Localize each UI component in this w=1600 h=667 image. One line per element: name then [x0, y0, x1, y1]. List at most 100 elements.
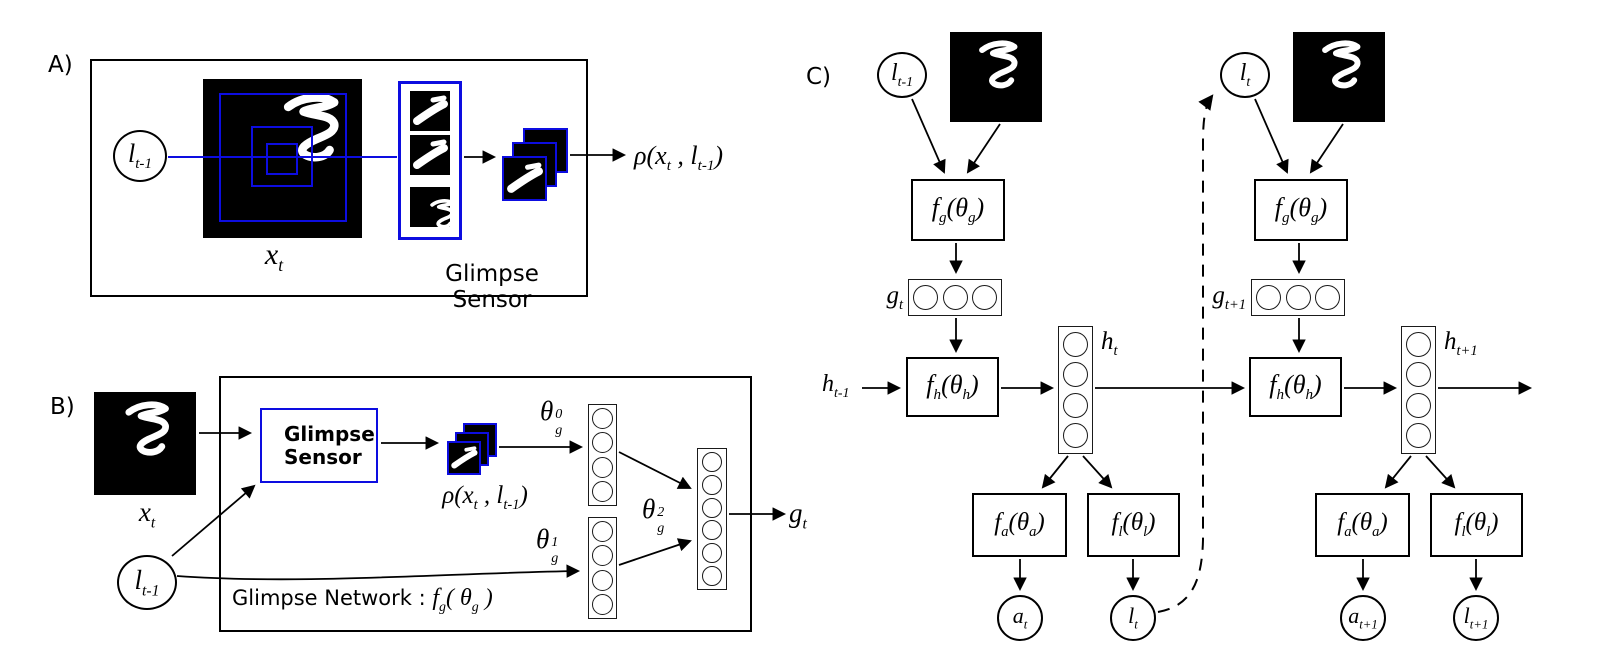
vector-unit-circle — [592, 521, 613, 543]
action-network-box: fa(θa) — [1315, 493, 1410, 557]
vector-unit-circle — [913, 285, 939, 310]
patch-digit-small — [410, 187, 450, 227]
panel-c-tag: C) — [806, 64, 832, 90]
glimpse-patch-fine — [410, 91, 450, 131]
vector-unit-circle — [592, 545, 613, 567]
patch-fragment — [410, 91, 450, 131]
location-node: lt — [1220, 52, 1270, 98]
glimpse-patch-coarse — [410, 187, 450, 227]
vector-unit-circle — [702, 497, 722, 518]
action-network-box: fa(θa) — [972, 493, 1067, 557]
vector-unit-circle — [702, 566, 722, 587]
glimpse-stack-front — [447, 441, 481, 475]
location-label: lt-1 — [128, 138, 152, 173]
glimpse-patch-medium — [410, 135, 450, 175]
location-out-node: lt — [1110, 595, 1156, 641]
vector-unit-circle — [1063, 332, 1088, 358]
location-out-label: lt — [1128, 603, 1138, 632]
panel-a-caption: Glimpse Sensor — [445, 261, 539, 313]
h-state-vector — [1058, 326, 1093, 454]
panel-a-input-image — [203, 79, 362, 238]
vector-unit-circle — [592, 432, 613, 454]
vector-unit-circle — [1406, 362, 1431, 388]
panel-a-image-label: xt — [264, 238, 284, 275]
glimpse-stack — [502, 128, 568, 204]
g-vector — [1251, 279, 1345, 316]
h-prev-label: ht-1 — [822, 371, 850, 401]
h-state-label: ht+1 — [1444, 328, 1478, 359]
glimpse-stack-front — [502, 156, 547, 201]
glimpse-network-box: fg(θg) — [1254, 179, 1348, 241]
vector-unit-circle — [592, 569, 613, 591]
glimpse-output-vector — [697, 448, 727, 590]
location-label: lt-1 — [134, 564, 160, 600]
location-out-label: lt+1 — [1463, 603, 1489, 632]
vector-unit-circle — [971, 285, 997, 310]
patch-fragment — [410, 135, 450, 175]
location-out-node: lt+1 — [1453, 595, 1499, 641]
fl-label: fl(θl) — [1454, 509, 1499, 540]
glimpse-sensor-box: Glimpse Sensor — [260, 408, 378, 483]
fa-label: fa(θa) — [1337, 509, 1388, 540]
location-network-box: fl(θl) — [1087, 493, 1180, 557]
location-label: lt-1 — [890, 59, 914, 90]
panel-b-location-node: lt-1 — [117, 555, 177, 610]
fh-label: fh(θh) — [1269, 369, 1322, 404]
vector-unit-circle — [702, 543, 722, 564]
panel-a-output-label: ρ(xt , lt-1) — [634, 141, 724, 175]
g-vector-label: gt+1 — [1212, 282, 1246, 313]
mnist-digit-five — [963, 36, 1029, 101]
panel-a-location-node: lt-1 — [113, 130, 167, 182]
vector-unit-circle — [702, 520, 722, 541]
vector-unit-circle — [1063, 392, 1088, 418]
input-image — [950, 32, 1042, 122]
action-label: at — [1012, 603, 1028, 632]
glimpse-patch-column — [398, 81, 462, 240]
h-state-label: ht — [1101, 328, 1118, 359]
caption-math: fg( θg ) — [432, 585, 493, 615]
fg-label: fg(θg) — [1274, 192, 1328, 227]
caption-text: Glimpse Network : — [232, 586, 433, 610]
vector-unit-circle — [1314, 285, 1340, 310]
core-network-box: fh(θh) — [1249, 357, 1342, 417]
fa-label: fa(θa) — [994, 509, 1045, 540]
vector-unit-circle — [702, 474, 722, 495]
core-network-box: fh(θh) — [906, 357, 999, 417]
input-image — [1293, 32, 1385, 122]
vector-unit-circle — [1063, 422, 1088, 448]
vector-unit-circle — [702, 451, 722, 472]
panel-b-output-label: gt — [789, 498, 807, 533]
location-feature-vector — [588, 517, 617, 619]
glimpse-stack — [447, 423, 497, 475]
vector-unit-circle — [1256, 285, 1282, 310]
location-network-box: fl(θl) — [1430, 493, 1523, 557]
panel-a-tag: A) — [48, 52, 73, 78]
panel-b-image-label: xt — [138, 497, 156, 532]
fl-label: fl(θl) — [1111, 509, 1156, 540]
vector-unit-circle — [942, 285, 968, 310]
glimpse-sensor-line2: Sensor — [284, 444, 362, 469]
glimpse-sensor-line1: Glimpse — [284, 421, 375, 446]
panel-b-rho-label: ρ(xt , lt-1) — [442, 482, 528, 513]
vector-unit-circle — [1063, 362, 1088, 388]
g-vector — [908, 279, 1002, 316]
g-vector-label: gt — [886, 282, 903, 313]
action-node: at — [997, 595, 1043, 641]
vector-unit-circle — [592, 593, 613, 615]
h-state-vector — [1401, 326, 1436, 454]
retina-square-inner — [266, 143, 298, 175]
panel-a-frame — [90, 59, 588, 297]
glimpse-network-box: fg(θg) — [911, 179, 1005, 241]
vector-unit-circle — [1406, 332, 1431, 358]
patch-fragment — [504, 158, 545, 199]
panel-b-input-image — [94, 392, 196, 495]
panel-b-tag: B) — [50, 394, 75, 420]
mnist-digit-five — [1306, 36, 1372, 101]
glimpse-feature-vector — [588, 404, 617, 506]
action-node: at+1 — [1340, 595, 1386, 641]
action-label: at+1 — [1348, 603, 1378, 632]
fh-label: fh(θh) — [926, 369, 979, 404]
